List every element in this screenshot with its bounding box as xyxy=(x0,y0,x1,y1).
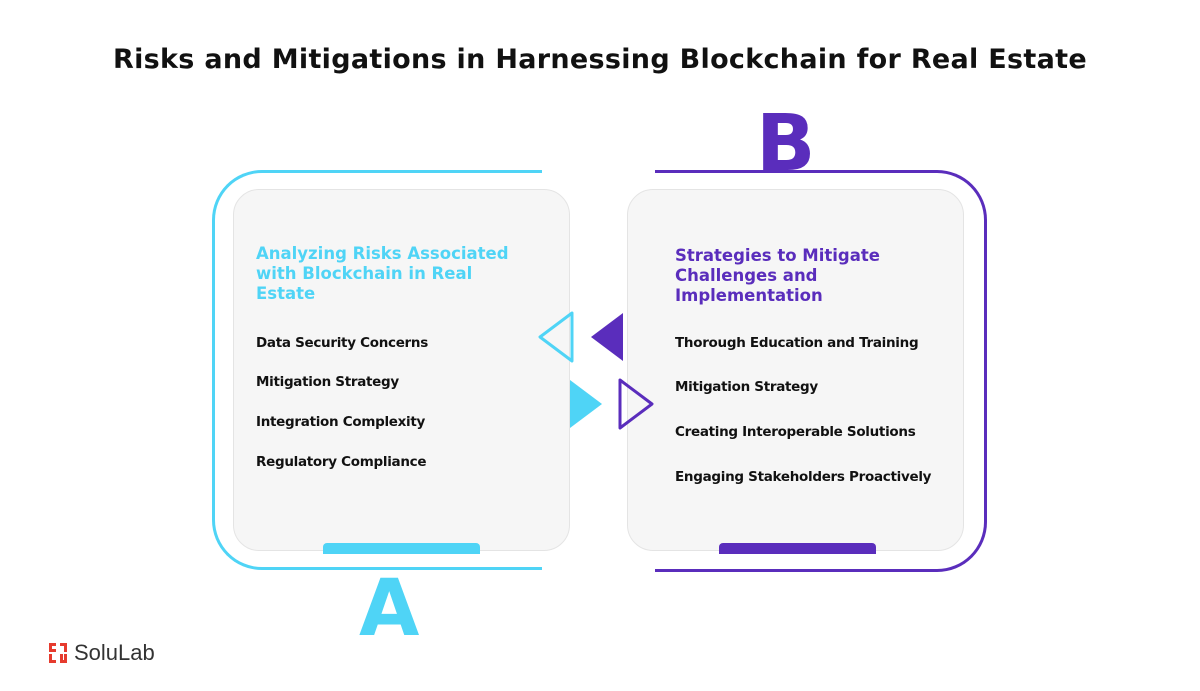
exchange-arrows-icon xyxy=(538,311,654,430)
panel-a-item: Regulatory Compliance xyxy=(256,454,427,470)
arrow-right-outline-icon xyxy=(618,378,654,430)
panel-a-item: Data Security Concerns xyxy=(256,335,428,351)
panel-a-heading: Analyzing Risks Associated with Blockcha… xyxy=(256,244,509,303)
arrow-right-solid-icon xyxy=(570,380,602,428)
solulab-logo-icon xyxy=(49,643,67,663)
brand-logo: SoluLab xyxy=(48,638,155,668)
arrow-left-outline-icon xyxy=(538,311,574,363)
page-title: Risks and Mitigations in Harnessing Bloc… xyxy=(113,44,1087,75)
panel-a-letter: A xyxy=(359,564,420,654)
panel-b-frame xyxy=(655,170,987,572)
panel-a-item: Mitigation Strategy xyxy=(256,374,399,390)
panel-b-item: Creating Interoperable Solutions xyxy=(675,424,916,440)
panel-b-item: Engaging Stakeholders Proactively xyxy=(675,469,932,485)
panel-b-card: Strategies to Mitigate Challenges and Im… xyxy=(627,189,964,551)
panel-b-item: Thorough Education and Training xyxy=(675,335,919,351)
panel-b-item: Mitigation Strategy xyxy=(675,379,818,395)
panel-b-letter: B xyxy=(756,99,816,189)
arrow-left-solid-icon xyxy=(591,313,623,361)
logo-text: SoluLab xyxy=(74,640,155,665)
panel-a-item: Integration Complexity xyxy=(256,414,426,430)
panel-b-tab xyxy=(719,543,876,554)
panel-b-heading: Strategies to Mitigate Challenges and Im… xyxy=(675,246,880,305)
panel-a-tab xyxy=(323,543,480,554)
panel-a-frame xyxy=(212,170,542,570)
panel-a-card: Analyzing Risks Associated with Blockcha… xyxy=(233,189,570,551)
